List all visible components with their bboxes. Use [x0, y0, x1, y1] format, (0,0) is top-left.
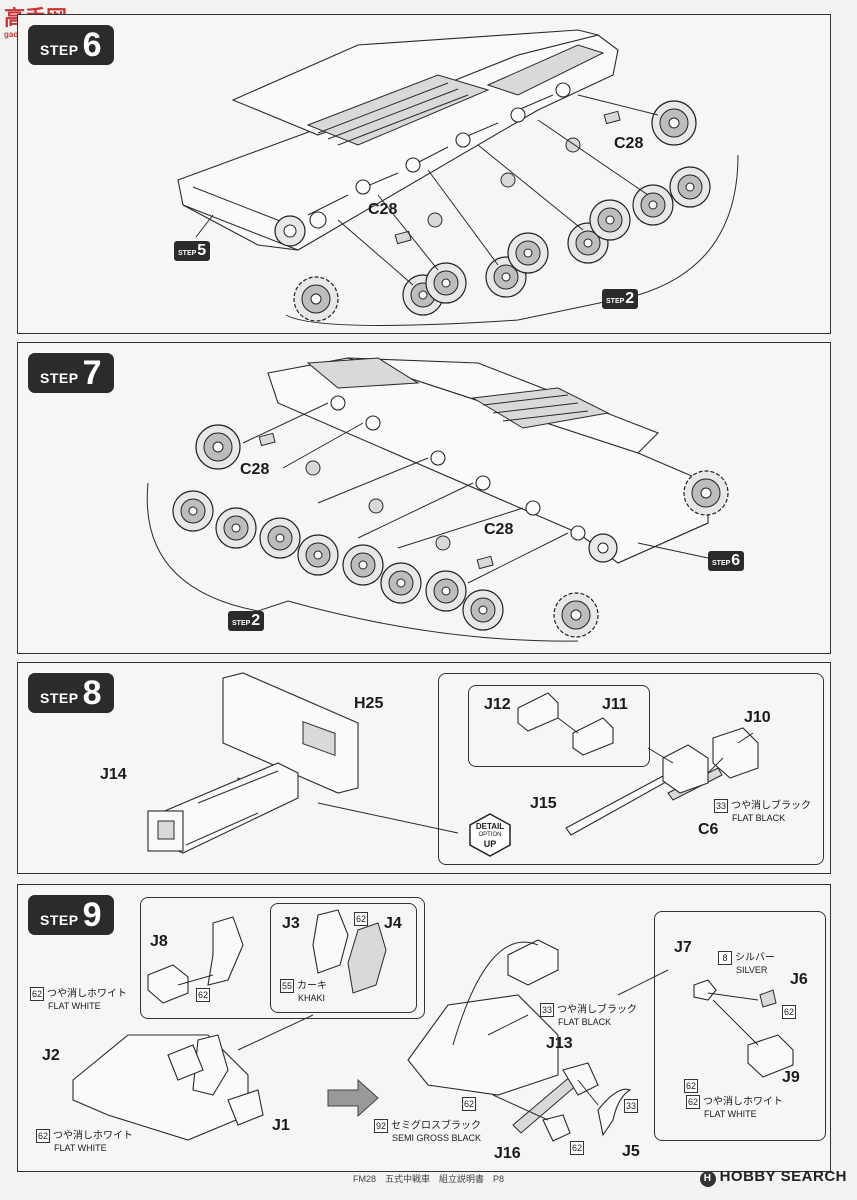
step-8-part-j15: J15	[530, 795, 557, 812]
step-9-num-tag-1: 62	[354, 912, 368, 926]
step-7-number: 7	[82, 354, 102, 392]
step-6-part-c28-a: C28	[368, 201, 398, 218]
step-9-sub-frame-b	[270, 903, 417, 1013]
step-9-part-j16-shape	[542, 1114, 571, 1142]
step-6-sprocket	[293, 276, 339, 322]
step-9-panel: STEP 9 J8 J3 J4 J2	[17, 884, 831, 1172]
step-9-num-tag-4: 62	[570, 1141, 584, 1155]
step-7-badge: STEP 7	[28, 353, 114, 393]
step-9-part-j7-shape	[693, 979, 717, 1001]
step-8-part-j12-shape	[517, 692, 559, 732]
step-7-word: STEP	[40, 370, 79, 386]
step-8-part-j10: J10	[744, 709, 771, 726]
step-9-num-tag-3: 62	[462, 1097, 476, 1111]
step-8-drawing	[147, 672, 759, 854]
step-8-part-j14: J14	[100, 766, 127, 783]
step-9-part-j13: J13	[546, 1035, 573, 1052]
step-9-num-tag-7: 33	[624, 1099, 638, 1113]
detail-badge-l2: OPTION	[478, 832, 502, 838]
step-7-idler	[588, 533, 618, 563]
step-8-badge: STEP 8	[28, 673, 114, 713]
step-9-part-j5: J5	[622, 1143, 640, 1160]
step-6-road-wheels	[402, 100, 711, 316]
step-8-part-h25: H25	[354, 695, 384, 712]
step-8-part-j11-shape	[572, 717, 614, 756]
step-9-part-j4-shape	[347, 922, 387, 994]
step-9-drawing	[72, 909, 794, 1142]
step-9-part-j5-shape	[597, 1088, 632, 1137]
step-9-word: STEP	[40, 912, 79, 928]
step-7-part-c28-a: C28	[240, 461, 270, 478]
step-9-part-j2: J2	[42, 1047, 60, 1064]
step-9-part-j6-shape	[759, 989, 777, 1008]
step-9-part-j3: J3	[282, 915, 300, 932]
step-9-part-j1: J1	[272, 1117, 290, 1134]
step-8-number: 8	[82, 674, 102, 712]
detail-badge-l3: UP	[483, 839, 497, 849]
step-7-drawing	[146, 357, 729, 642]
step-7-part-c28-b: C28	[484, 521, 514, 538]
step-8-part-h25-shape	[222, 672, 359, 794]
step-9-part-j9: J9	[782, 1069, 800, 1086]
step-8-inner-frame	[468, 685, 650, 767]
step-6-idler	[274, 215, 306, 247]
watermark-bottom-text: HOBBY SEARCH	[719, 1168, 847, 1185]
step-8-word: STEP	[40, 690, 79, 706]
step-9-part-j8-shape	[147, 964, 189, 1004]
step-9-sub-frame-c	[654, 911, 826, 1141]
step-6-word: STEP	[40, 42, 79, 58]
step-9-num-tag-5: 62	[782, 1005, 796, 1019]
step-9-part-j8: J8	[150, 933, 168, 950]
step-9-part-j1-shape	[227, 1089, 264, 1126]
step-6-badge: STEP 6	[28, 25, 114, 65]
step-7-road-wheels	[172, 424, 504, 631]
step-8-part-j11: J11	[602, 696, 628, 713]
step-6-panel: STEP 6	[17, 14, 831, 334]
step-9-number: 9	[82, 896, 102, 934]
step-9-part-j7: J7	[674, 939, 692, 956]
step-6-part-c28-b: C28	[614, 135, 644, 152]
step-8-part-j12: J12	[484, 696, 511, 713]
step-9-badge: STEP 9	[28, 895, 114, 935]
step-8-panel: STEP 8 H25 J14 J12 J11 J10 J15 C6	[17, 662, 831, 874]
step-8-detail-option-badge: DETAIL OPTION UP	[468, 813, 512, 857]
step-9-num-tag-6: 62	[684, 1079, 698, 1093]
step-9-part-j9-shape	[747, 1034, 794, 1078]
page-footer: FM28 五式中戦車 組立説明書 P8	[352, 1174, 504, 1184]
step-7-sprocket-front	[553, 592, 599, 638]
step-8-part-c6: C6	[698, 821, 719, 838]
detail-badge-l1: DETAIL	[475, 822, 505, 831]
step-9-part-j16: J16	[494, 1145, 521, 1162]
step-7-sprocket-rear	[683, 470, 729, 516]
step-9-big-arrow	[327, 1078, 379, 1118]
watermark-bottom-mark: H	[699, 1171, 716, 1187]
step-9-part-j6: J6	[790, 971, 808, 988]
step-9-part-j4: J4	[384, 915, 402, 932]
step-9-part-j3-shape	[312, 909, 349, 974]
step-6-number: 6	[82, 26, 102, 64]
step-9-num-tag-2: 62	[196, 988, 210, 1002]
step-8-part-j10-shape	[712, 727, 759, 779]
step-7-panel: STEP 7	[17, 342, 831, 654]
step-6-drawing	[177, 29, 739, 326]
